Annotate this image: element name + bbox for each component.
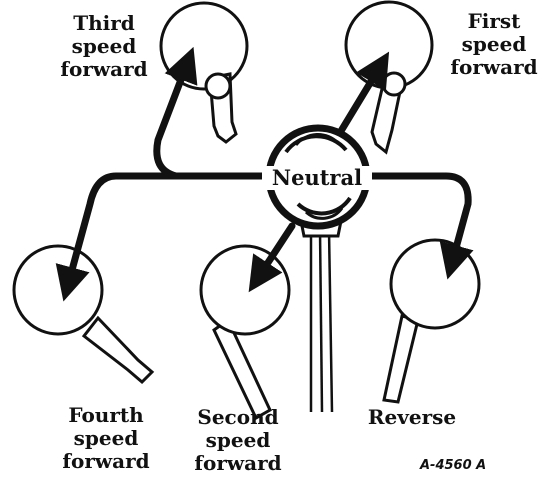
fourth-speed-label: Fourth speed forward — [62, 403, 150, 473]
third-speed-label: Third speed forward — [60, 11, 148, 81]
shift-path-lines — [55, 46, 474, 302]
reverse-label: Reverse — [367, 405, 457, 429]
second-gear-knob — [199, 244, 291, 421]
gate-bar-left — [55, 172, 269, 302]
shift-rod — [309, 229, 334, 413]
second-speed-label: Second speed forward — [194, 405, 282, 475]
first-speed-label: First speed forward — [450, 9, 538, 79]
third-speed-arrow — [153, 46, 276, 180]
reverse-gear-knob — [382, 238, 481, 404]
first-speed-arrow — [334, 51, 390, 140]
figure-code: A-4560 A — [420, 458, 487, 473]
gate-bar-right — [364, 172, 474, 280]
fourth-gear-knob — [12, 244, 155, 385]
third-gear-knob — [159, 1, 249, 144]
first-gear-knob — [344, 0, 434, 155]
second-speed-arrow — [248, 222, 296, 293]
neutral-label: Neutral — [262, 166, 372, 190]
